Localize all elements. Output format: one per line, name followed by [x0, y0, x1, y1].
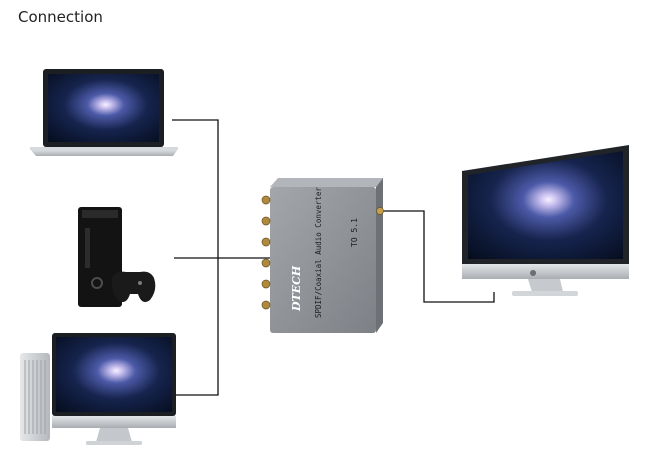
- game-console-icon: [78, 207, 156, 307]
- converter-channel-label: TO 5.1: [350, 218, 359, 247]
- rca-ports: [261, 195, 271, 310]
- converter-brand: DTECH: [290, 265, 303, 312]
- monitor-icon: [462, 145, 629, 296]
- input-port: [376, 207, 384, 215]
- converter-body: [270, 187, 376, 333]
- connection-lines: [172, 119, 495, 396]
- laptop-icon: [30, 69, 178, 156]
- converter-product-label: SPDIF/Coaxial Audio Converter: [314, 187, 323, 318]
- desktop-tower-icon: [20, 333, 176, 445]
- page-title: Connection: [18, 8, 103, 26]
- audio-converter: DTECH SPDIF/Coaxial Audio Converter TO 5…: [261, 178, 384, 333]
- output-cable: [382, 210, 495, 303]
